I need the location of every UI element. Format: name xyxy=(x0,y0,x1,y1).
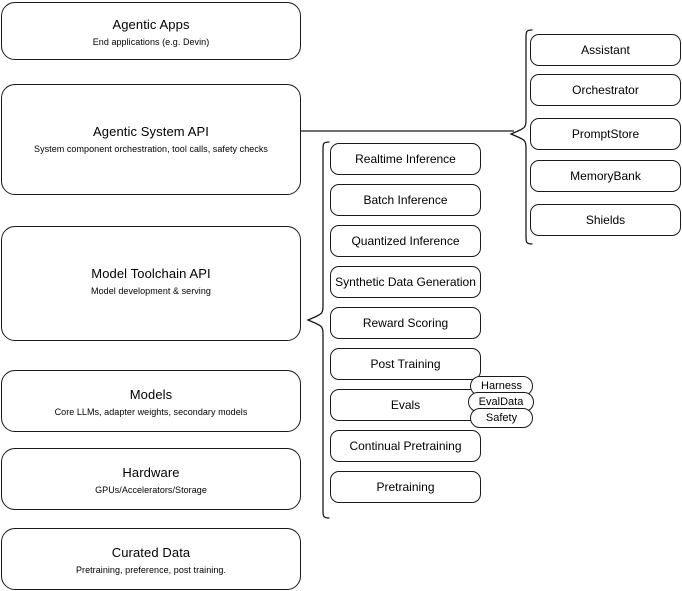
layer-models[interactable]: Models Core LLMs, adapter weights, secon… xyxy=(1,370,301,432)
system-component-orchestrator[interactable]: Orchestrator xyxy=(530,74,681,106)
toolchain-component-pretraining[interactable]: Pretraining xyxy=(330,471,481,503)
layer-subtitle: GPUs/Accelerators/Storage xyxy=(95,485,207,495)
layer-curated-data[interactable]: Curated Data Pretraining, preference, po… xyxy=(1,528,301,590)
layer-subtitle: System component orchestration, tool cal… xyxy=(34,144,268,154)
layer-subtitle: End applications (e.g. Devin) xyxy=(92,37,210,47)
system-component-assistant[interactable]: Assistant xyxy=(530,34,681,66)
layer-subtitle: Model development & serving xyxy=(91,286,211,296)
pill-label: EvalData xyxy=(478,395,524,408)
chip-label: PromptStore xyxy=(571,127,640,141)
layer-title: Models xyxy=(129,387,173,402)
chip-label: Reward Scoring xyxy=(362,316,449,330)
layer-title: Hardware xyxy=(122,465,180,480)
connector-system-api-to-components xyxy=(301,126,515,136)
evals-subcomponent-safety[interactable]: Safety xyxy=(470,408,533,428)
toolchain-component-realtime-inference[interactable]: Realtime Inference xyxy=(330,143,481,175)
system-component-shields[interactable]: Shields xyxy=(530,204,681,236)
evals-subcomponent-evaldata[interactable]: EvalData xyxy=(468,392,534,412)
toolchain-component-quantized-inference[interactable]: Quantized Inference xyxy=(330,225,481,257)
chip-label: Shields xyxy=(585,213,626,227)
chip-label: Batch Inference xyxy=(363,193,448,207)
layer-title: Agentic System API xyxy=(93,124,209,139)
chip-label: Realtime Inference xyxy=(355,152,456,166)
pill-label: Safety xyxy=(485,411,518,424)
toolchain-component-synthetic-data-generation[interactable]: Synthetic Data Generation xyxy=(330,266,481,298)
chip-label: Synthetic Data Generation xyxy=(335,275,476,289)
layer-agentic-system-api[interactable]: Agentic System API System component orch… xyxy=(1,84,301,195)
layer-model-toolchain-api[interactable]: Model Toolchain API Model development & … xyxy=(1,226,301,341)
chip-label: Assistant xyxy=(581,43,630,57)
toolchain-component-evals[interactable]: Evals xyxy=(330,389,481,421)
toolchain-component-post-training[interactable]: Post Training xyxy=(330,348,481,380)
chip-label: Orchestrator xyxy=(572,83,639,97)
toolchain-component-continual-pretraining[interactable]: Continual Pretraining xyxy=(330,430,481,462)
layer-hardware[interactable]: Hardware GPUs/Accelerators/Storage xyxy=(1,448,301,510)
toolchain-component-reward-scoring[interactable]: Reward Scoring xyxy=(330,307,481,339)
chip-label: Quantized Inference xyxy=(351,234,460,248)
layer-subtitle: Pretraining, preference, post training. xyxy=(75,565,227,575)
toolchain-component-batch-inference[interactable]: Batch Inference xyxy=(330,184,481,216)
chip-label: Post Training xyxy=(370,357,441,371)
brace-toolchain-components xyxy=(305,140,331,522)
evals-subcomponent-harness[interactable]: Harness xyxy=(470,376,533,396)
layer-title: Model Toolchain API xyxy=(91,266,211,281)
layer-title: Curated Data xyxy=(111,545,191,560)
chip-label: Evals xyxy=(390,398,421,412)
layer-subtitle: Core LLMs, adapter weights, secondary mo… xyxy=(54,407,248,417)
system-component-promptstore[interactable]: PromptStore xyxy=(530,118,681,150)
layer-agentic-apps[interactable]: Agentic Apps End applications (e.g. Devi… xyxy=(1,2,301,60)
pill-label: Harness xyxy=(481,379,522,392)
layer-title: Agentic Apps xyxy=(112,17,190,32)
chip-label: Pretraining xyxy=(376,480,435,494)
system-component-memorybank[interactable]: MemoryBank xyxy=(530,160,681,192)
chip-label: Continual Pretraining xyxy=(349,439,462,453)
chip-label: MemoryBank xyxy=(570,169,641,183)
